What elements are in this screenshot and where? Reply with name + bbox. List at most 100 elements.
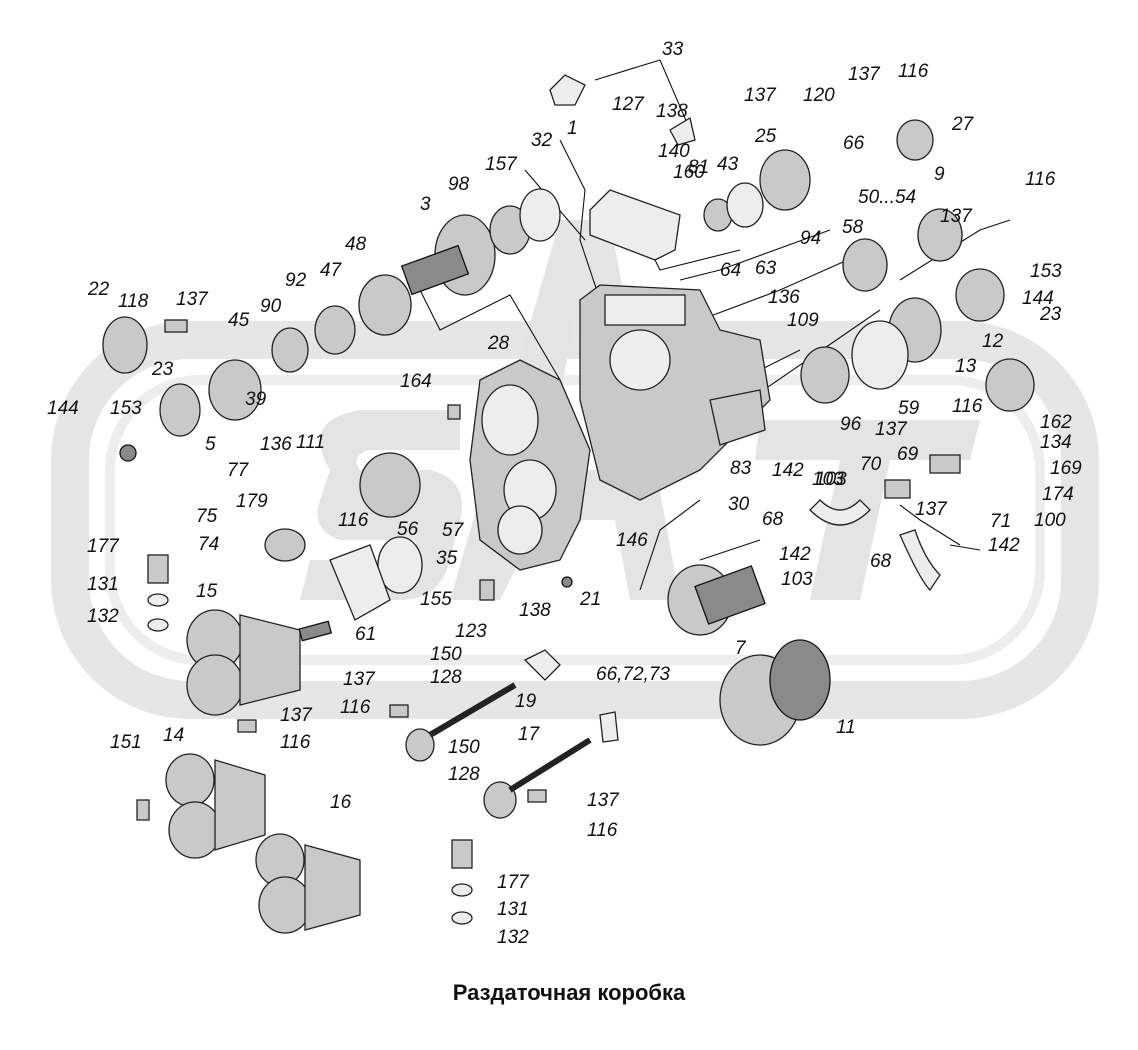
callout-label: 116 bbox=[587, 820, 618, 841]
fork-68-right bbox=[899, 529, 941, 592]
callout-label: 111 bbox=[296, 432, 325, 453]
callout-label: 137 bbox=[915, 499, 948, 520]
callout-label: 177 bbox=[87, 536, 120, 557]
callout-label: 57 bbox=[442, 520, 465, 541]
callout-label: 132 bbox=[87, 606, 119, 627]
callout-label: 157 bbox=[485, 154, 518, 175]
callout-label: 7 bbox=[735, 638, 747, 659]
callout-label: 12 bbox=[982, 331, 1004, 352]
pto-16 bbox=[255, 833, 361, 934]
callout-label: 56 bbox=[397, 519, 419, 540]
callout-label: 142 bbox=[779, 544, 811, 565]
callout-label: 9 bbox=[934, 164, 945, 185]
bearing-94 bbox=[842, 238, 888, 292]
callout-label: 11 bbox=[836, 717, 856, 738]
bolt-116-c bbox=[527, 789, 547, 803]
callout-label: 58 bbox=[842, 217, 864, 238]
plate-66-72-73-b bbox=[599, 711, 619, 743]
callout-label: 136 bbox=[768, 287, 800, 308]
callout-label: 43 bbox=[717, 154, 739, 175]
plug-164 bbox=[447, 404, 461, 420]
callout-label: 132 bbox=[497, 927, 529, 948]
gasket-155 bbox=[377, 536, 423, 594]
bolt-123 bbox=[479, 579, 495, 601]
callout-label: 134 bbox=[1040, 432, 1072, 453]
plate-66-72-73 bbox=[523, 649, 561, 681]
callout-label: 61 bbox=[355, 624, 376, 645]
callout-label: 103 bbox=[781, 569, 813, 590]
ring-157 bbox=[519, 188, 561, 242]
callout-label: 103 bbox=[812, 469, 844, 490]
callout-label: 160 bbox=[673, 162, 705, 183]
callout-label: 59 bbox=[898, 398, 920, 419]
callout-label: 151 bbox=[110, 732, 142, 753]
callout-label: 64 bbox=[720, 260, 741, 281]
shaft-19 bbox=[405, 682, 517, 762]
callout-label: 131 bbox=[87, 574, 119, 595]
callout-label: 19 bbox=[515, 691, 537, 712]
callout-label: 137 bbox=[280, 705, 313, 726]
bolt-118 bbox=[164, 319, 188, 333]
callout-label: 127 bbox=[612, 94, 645, 115]
callout-label: 179 bbox=[236, 491, 268, 512]
switch-151 bbox=[136, 799, 150, 821]
callout-label: 116 bbox=[338, 510, 369, 531]
cover-57 bbox=[359, 452, 421, 518]
callout-label: 116 bbox=[952, 396, 983, 417]
callout-label: 23 bbox=[1039, 304, 1062, 325]
callout-label: 33 bbox=[662, 39, 684, 60]
bearing-96 bbox=[800, 346, 850, 404]
pto-15 bbox=[186, 609, 333, 716]
fork-68-left bbox=[809, 499, 871, 526]
callout-label: 164 bbox=[400, 371, 432, 392]
callout-label: 27 bbox=[951, 114, 975, 135]
callout-label: 81 bbox=[688, 157, 709, 178]
callout-label: 69 bbox=[897, 444, 919, 465]
parts bbox=[102, 74, 1035, 934]
callout-label: 23 bbox=[151, 359, 174, 380]
callout-label: 30 bbox=[728, 494, 750, 515]
flange-23-left bbox=[159, 383, 201, 437]
callout-label: 94 bbox=[800, 228, 821, 249]
callout-label: 22 bbox=[87, 279, 110, 300]
callout-label: 45 bbox=[228, 310, 250, 331]
callout-label: 137 bbox=[875, 419, 908, 440]
bolt-116-a bbox=[237, 719, 257, 733]
shift-block-69 bbox=[884, 479, 911, 499]
cover-32 bbox=[589, 189, 681, 261]
callout-label: 162 bbox=[1040, 412, 1072, 433]
gear-11 bbox=[719, 639, 831, 746]
callout-label: 66,72,73 bbox=[596, 664, 670, 685]
callout-label: 39 bbox=[245, 389, 267, 410]
pto-14 bbox=[165, 753, 266, 859]
callout-label: 153 bbox=[110, 398, 142, 419]
callout-label: 92 bbox=[285, 270, 307, 291]
callout-label: 138 bbox=[656, 101, 688, 122]
callout-label: 21 bbox=[579, 589, 601, 610]
callout-label: 77 bbox=[227, 460, 250, 481]
callout-label: 137 bbox=[587, 790, 620, 811]
callout-label: 123 bbox=[455, 621, 487, 642]
callout-label: 137 bbox=[848, 64, 881, 85]
callout-label: 116 bbox=[898, 61, 929, 82]
cap-5 bbox=[208, 359, 262, 421]
housing-30 bbox=[579, 284, 771, 501]
ring-132-bottom bbox=[451, 911, 473, 925]
callout-label: 137 bbox=[176, 289, 209, 310]
callout-label: 90 bbox=[260, 296, 282, 317]
callout-label: 131 bbox=[497, 899, 529, 920]
callout-label: 138 bbox=[519, 600, 551, 621]
callout-label: 3 bbox=[420, 194, 431, 215]
callout-label: 136 bbox=[260, 434, 292, 455]
callout-label: 109 bbox=[787, 310, 819, 331]
bearing-9 bbox=[917, 208, 963, 262]
callout-label: 137 bbox=[343, 669, 376, 690]
callout-label: 25 bbox=[754, 126, 777, 147]
callout-label: 116 bbox=[340, 697, 371, 718]
bracket-33 bbox=[549, 74, 586, 106]
callout-label: 140 bbox=[658, 141, 690, 162]
sensor-177-bottom bbox=[451, 839, 473, 869]
sensor-177-left bbox=[147, 554, 169, 584]
callout-label: 28 bbox=[487, 333, 510, 354]
